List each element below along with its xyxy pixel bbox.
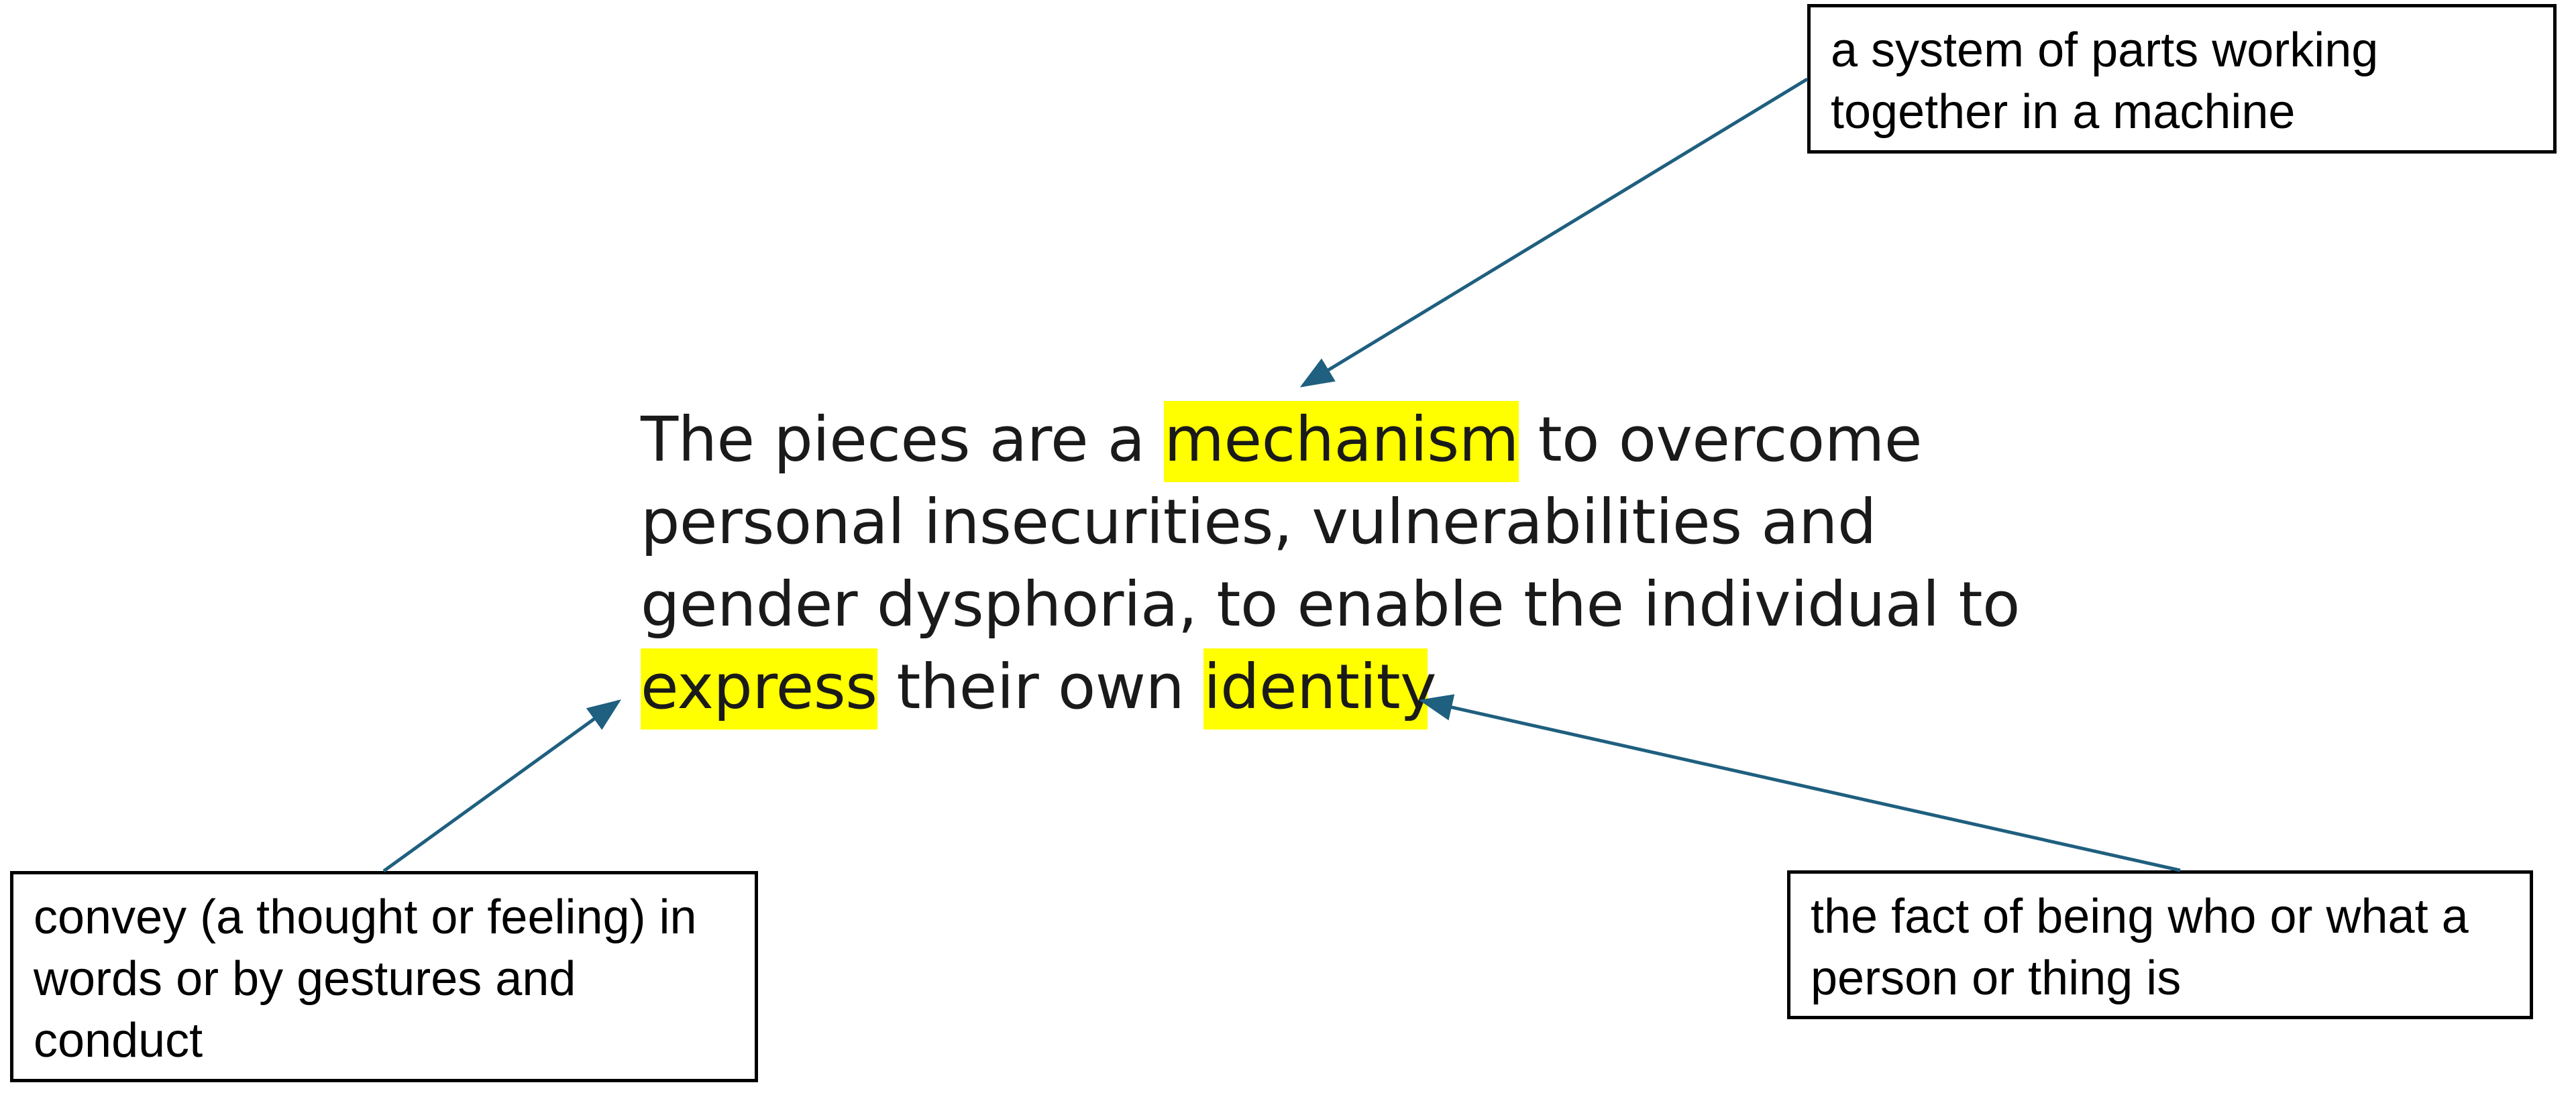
sentence-line-4: express their own identity.: [641, 646, 2009, 730]
highlight-identity: identity: [1203, 648, 1428, 730]
sentence-line-1: The pieces are a mechanism to overcome: [641, 398, 2009, 482]
definition-identity: the fact of being who or what a person o…: [1811, 890, 2469, 1005]
definition-express: convey (a thought or feeling) in words o…: [34, 890, 697, 1067]
definition-box-mechanism: a system of parts working together in a …: [1807, 4, 2557, 154]
sentence-line-3: gender dysphoria, to enable the individu…: [641, 569, 2020, 640]
sentence-line-2: personal insecurities, vulnerabilities a…: [641, 486, 1876, 558]
definition-mechanism: a system of parts working together in a …: [1831, 23, 2379, 139]
line1-after: to overcome: [1518, 404, 1923, 475]
definition-box-identity: the fact of being who or what a person o…: [1787, 870, 2533, 1019]
line4-end: .: [1427, 651, 1447, 723]
arrow-mechanism: [1299, 77, 1809, 388]
highlight-express: express: [641, 648, 877, 730]
line4-middle: their own: [877, 651, 1204, 723]
highlight-mechanism: mechanism: [1164, 401, 1519, 482]
line1-before: The pieces are a: [641, 404, 1165, 475]
sentence: The pieces are a mechanism to overcome p…: [641, 398, 2020, 730]
definition-box-express: convey (a thought or feeling) in words o…: [10, 871, 758, 1082]
arrow-express: [382, 699, 622, 873]
